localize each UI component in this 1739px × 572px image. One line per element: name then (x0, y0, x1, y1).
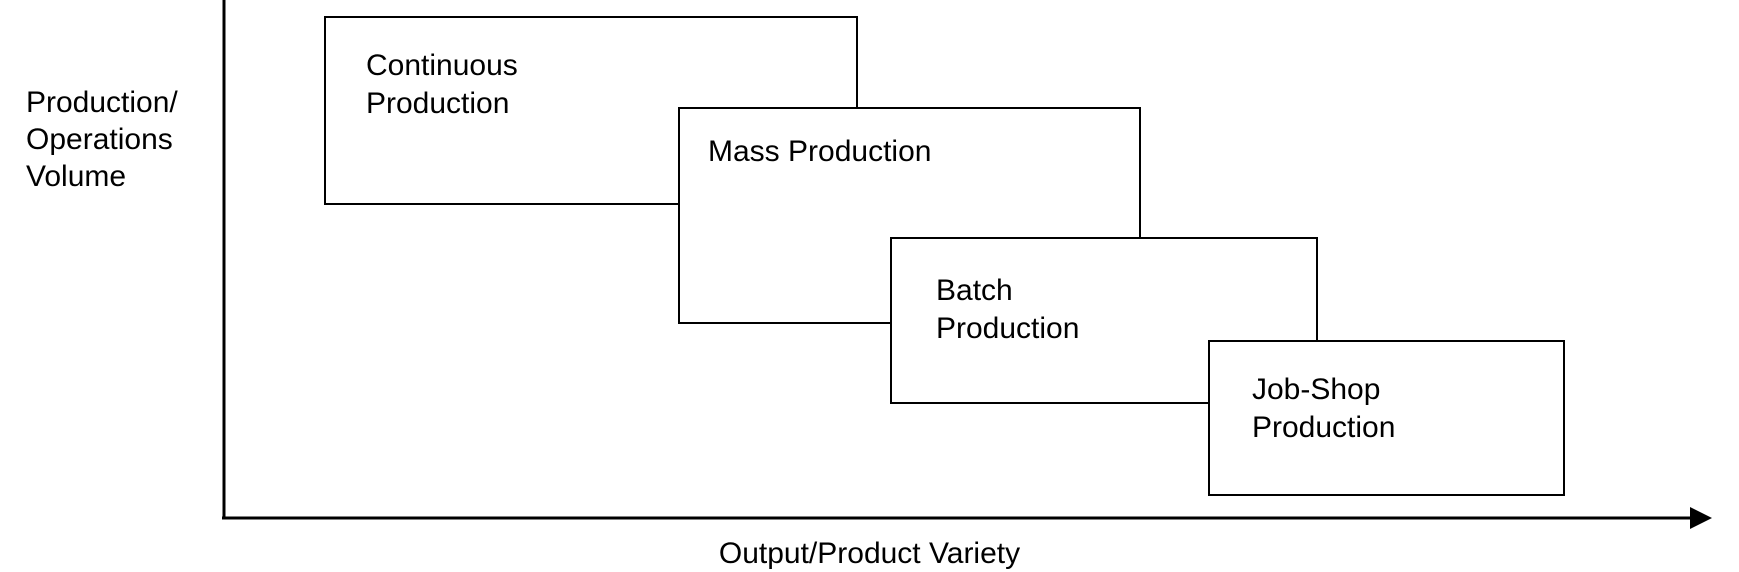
y-axis-label: Production/ Operations Volume (26, 84, 178, 195)
x-axis-arrowhead-icon (1690, 507, 1712, 529)
x-axis-label: Output/Product Variety (718, 537, 1021, 570)
y-axis-label-line: Production/ (26, 86, 178, 119)
job-shop-production-label: Job-Shop Production (1252, 373, 1396, 444)
y-axis-label-line: Operations (26, 123, 173, 156)
continuous-production-label: Continuous Production (366, 49, 518, 120)
axes-svg (222, 0, 1712, 529)
y-axis-label-line: Volume (26, 160, 127, 193)
diagram-canvas: Production/ Operations Volume Continuous… (26, 0, 1712, 570)
batch-production-label: Batch Production (936, 274, 1080, 345)
job-shop-production-box (1208, 340, 1565, 496)
mass-production-label: Mass Production (708, 135, 932, 168)
